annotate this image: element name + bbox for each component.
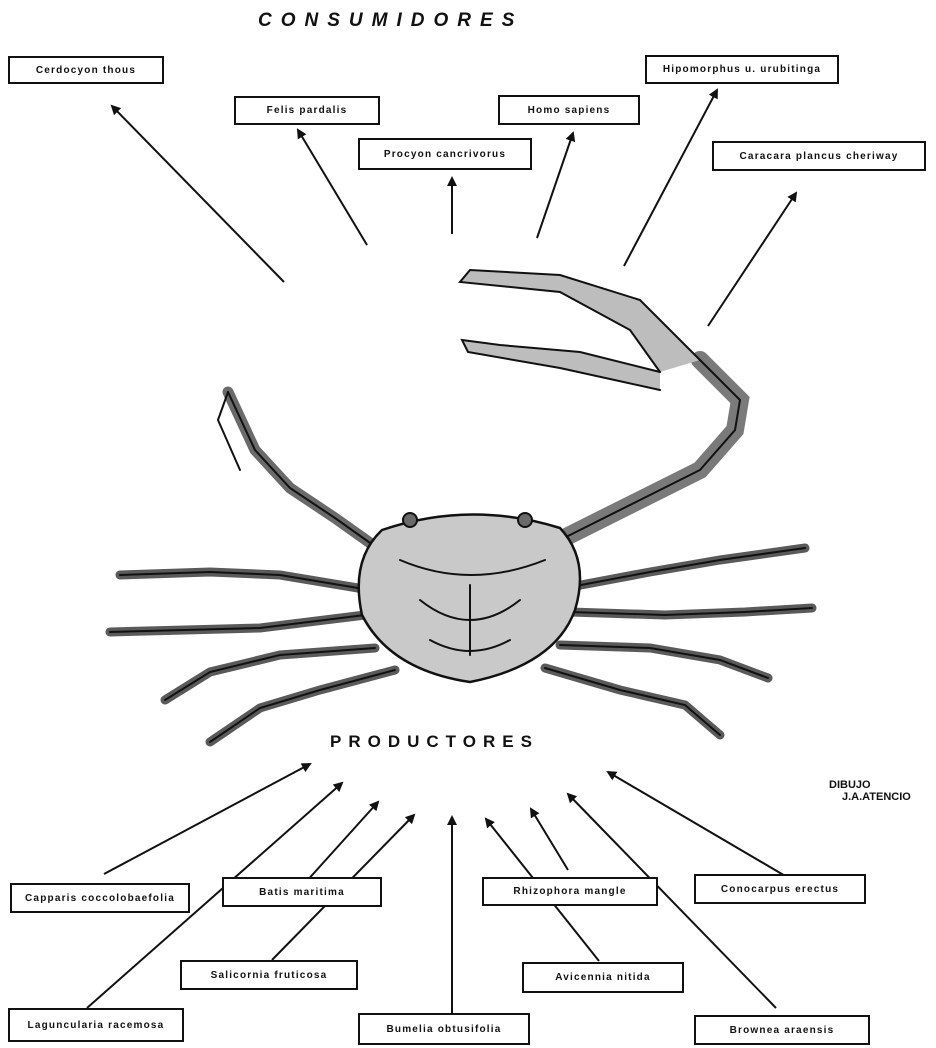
producer-box-salicornia: Salicornia fruticosa [180, 960, 358, 990]
credit-line-2: J.A.ATENCIO [829, 791, 911, 803]
producer-box-batis: Batis maritima [222, 877, 382, 907]
producer-box-avicennia: Avicennia nitida [522, 962, 684, 993]
producer-box-conocarpus: Conocarpus erectus [694, 874, 866, 904]
producer-box-laguncularia: Laguncularia racemosa [8, 1008, 184, 1042]
producer-box-rhizophora: Rhizophora mangle [482, 877, 658, 906]
consumer-box-hipomorphus: Hipomorphus u. urubitinga [645, 55, 839, 84]
credit-line-1: DIBUJO [829, 779, 911, 791]
consumer-box-felis: Felis pardalis [234, 96, 380, 125]
producer-box-bumelia: Bumelia obtusifolia [358, 1013, 530, 1045]
consumer-box-homo: Homo sapiens [498, 95, 640, 125]
consumer-box-procyon: Procyon cancrivorus [358, 138, 532, 170]
artist-credit: DIBUJO J.A.ATENCIO [829, 779, 911, 803]
producer-box-capparis: Capparis coccolobaefolia [10, 883, 190, 913]
consumer-box-cerdocyon: Cerdocyon thous [8, 56, 164, 84]
consumer-box-caracara: Caracara plancus cheriway [712, 141, 926, 171]
producers-title: PRODUCTORES [330, 732, 539, 752]
producer-box-brownea: Brownea araensis [694, 1015, 870, 1045]
